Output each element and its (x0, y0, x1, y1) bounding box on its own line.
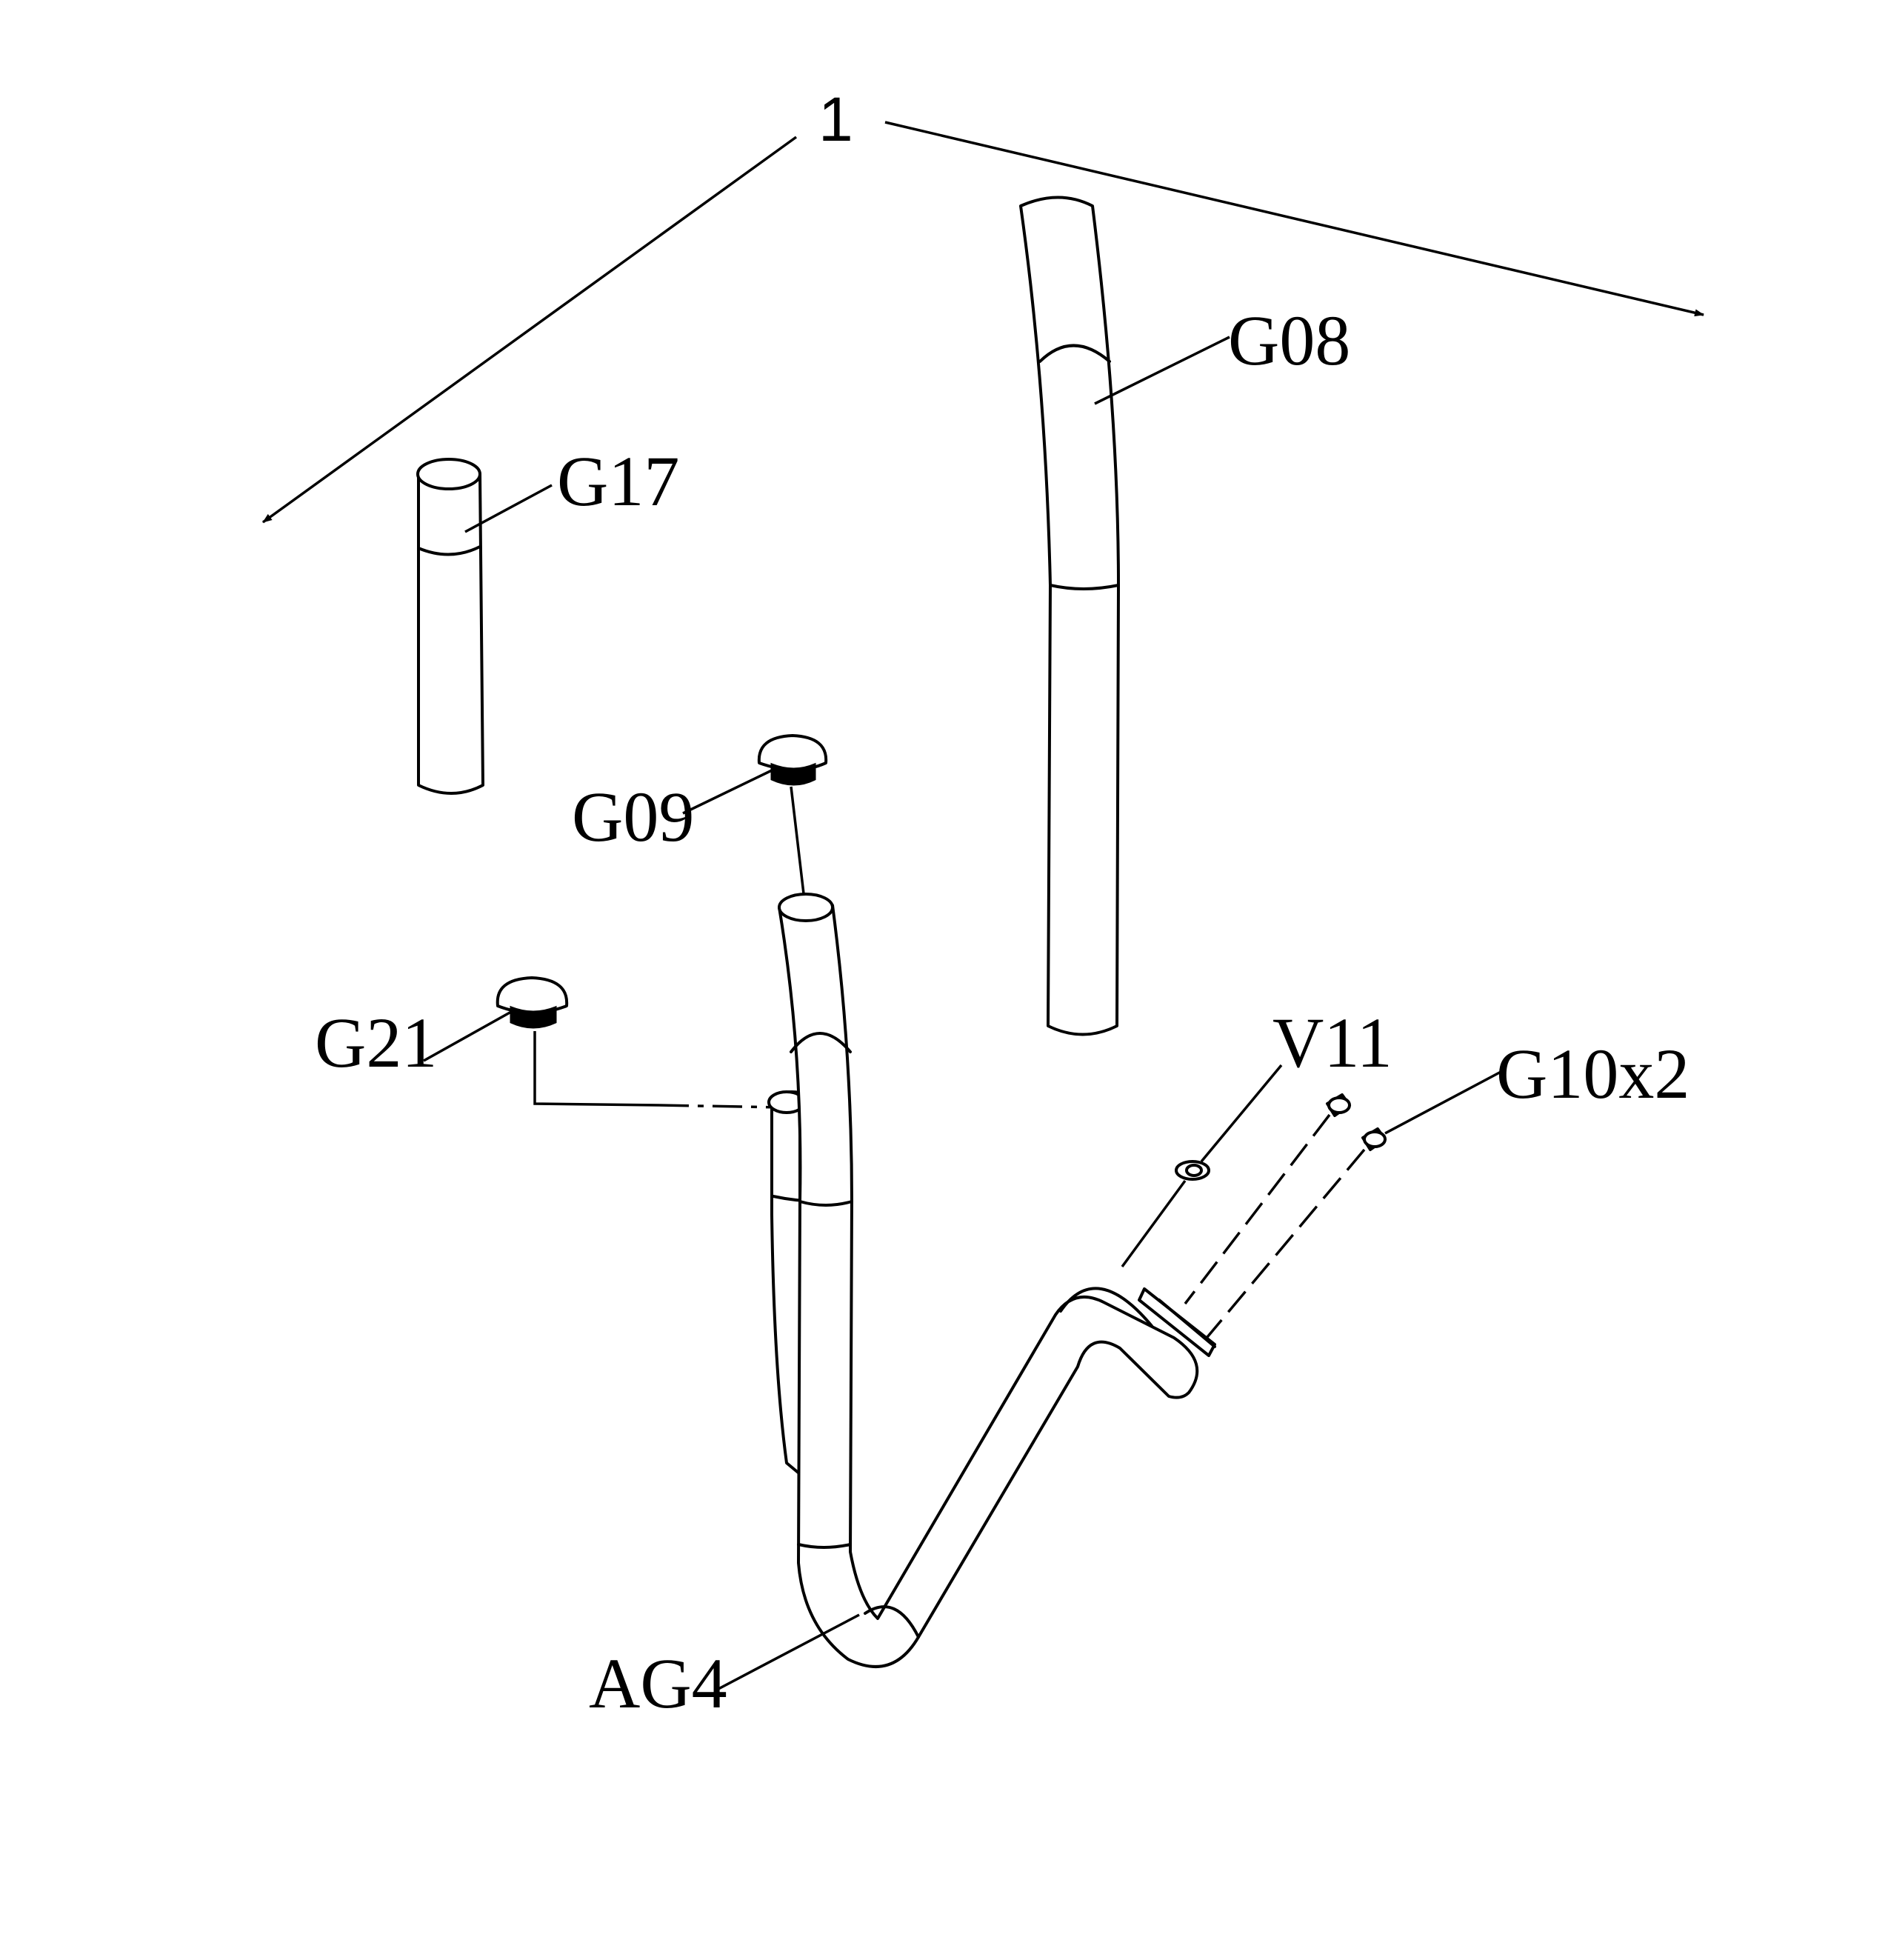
part-ag4-frame: AG4 (589, 893, 1216, 1723)
g10-leader-upper (1184, 1113, 1331, 1305)
part-g21-cap: G21 (315, 976, 782, 1109)
assembly-number-label: 1 (818, 84, 853, 154)
part-v11-washer: V11 (1121, 1003, 1392, 1268)
part-g08-tube: G08 (1019, 196, 1350, 1036)
label-g10x2: G10x2 (1496, 1034, 1689, 1113)
label-g17: G17 (557, 441, 679, 521)
g21-leader (658, 1104, 782, 1109)
assembly-arrow-right (884, 121, 1704, 317)
assembly-callout: 1 (261, 84, 1704, 524)
g09-leader (790, 786, 807, 913)
part-g09-cap: G09 (572, 734, 828, 913)
label-v11: V11 (1272, 1003, 1392, 1082)
part-g17-tube: G17 (416, 441, 679, 795)
g10-leader-lower (1206, 1148, 1366, 1339)
v11-leader (1121, 1179, 1187, 1268)
label-g21: G21 (315, 1003, 437, 1082)
label-g09: G09 (572, 777, 694, 856)
label-ag4: AG4 (589, 1644, 727, 1723)
label-g08: G08 (1228, 301, 1350, 380)
assembly-arrow-left (261, 136, 798, 524)
part-g10-bolts: G10x2 (1184, 1034, 1689, 1339)
